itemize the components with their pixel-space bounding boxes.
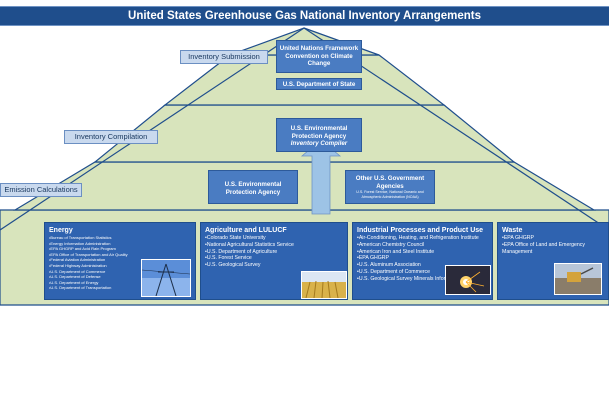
- epa-box: U.S. Environmental Protection Agency: [208, 170, 298, 204]
- list-item: Federal Highway Administration: [49, 263, 191, 269]
- state-department-label: U.S. Department of State: [282, 81, 356, 88]
- other-agencies-subtitle: U.S. Forest Service, National Oceanic an…: [356, 190, 424, 199]
- epa-compiler-box: U.S. Environmental Protection Agency Inv…: [276, 118, 362, 152]
- list-item: EPA GHGRP: [502, 235, 604, 242]
- list-item: U.S. Department of Transportation: [49, 285, 191, 291]
- other-agencies-title: Other U.S. Government Agencies: [355, 175, 425, 190]
- waste-list: EPA GHGRP EPA Office of Land and Emergen…: [502, 235, 604, 255]
- list-item: U.S. Forest Service: [205, 255, 343, 262]
- list-item: Air-Conditioning, Heating, and Refrigera…: [357, 235, 488, 242]
- list-item: U.S. Department of Energy: [49, 280, 191, 286]
- epa-compiler-role: Inventory Compiler: [290, 140, 348, 147]
- list-item: American Chemistry Council: [357, 242, 488, 249]
- other-agencies-box: Other U.S. Government Agencies U.S. Fore…: [345, 170, 435, 204]
- list-item: U.S. Geological Survey: [205, 262, 343, 269]
- inventory-compilation-label: Inventory Compilation: [64, 130, 158, 144]
- unfccc-label: United Nations Framework Convention on C…: [279, 45, 359, 67]
- list-item: EPA GHGRP: [357, 255, 488, 262]
- list-item: EPA GHGRP and Acid Rain Program: [49, 246, 191, 252]
- industrial-list: Air-Conditioning, Heating, and Refrigera…: [357, 235, 488, 283]
- list-item: Bureau of Transportation Statistics: [49, 235, 191, 241]
- list-item: U.S. Department of Commerce: [49, 269, 191, 275]
- epa-compiler-title: U.S. Environmental Protection Agency: [290, 125, 348, 140]
- list-item: U.S. Department of Agriculture: [205, 249, 343, 256]
- agriculture-list: Colorado State University National Agric…: [205, 235, 343, 269]
- list-item: U.S. Geological Survey Minerals Informat…: [357, 276, 488, 283]
- welding-photo: [445, 265, 491, 295]
- list-item: EPA Office of Transportation and Air Qua…: [49, 252, 191, 258]
- inventory-submission-label: Inventory Submission: [180, 50, 268, 64]
- waste-category-box: Waste EPA GHGRP EPA Office of Land and E…: [497, 222, 609, 300]
- industrial-title: Industrial Processes and Product Use: [357, 227, 484, 234]
- list-item: Energy Information Administration: [49, 241, 191, 247]
- energy-title: Energy: [49, 227, 73, 234]
- unfccc-box: United Nations Framework Convention on C…: [276, 40, 362, 73]
- diagram-title: United States Greenhouse Gas National In…: [0, 6, 609, 26]
- wheat-field-photo: [301, 271, 347, 299]
- list-item: U.S. Department of Commerce: [357, 269, 488, 276]
- agriculture-category-box: Agriculture and LULUCF Colorado State Un…: [200, 222, 348, 300]
- list-item: EPA Office of Land and Emergency Managem…: [502, 242, 604, 256]
- list-item: Colorado State University: [205, 235, 343, 242]
- industrial-category-box: Industrial Processes and Product Use Air…: [352, 222, 493, 300]
- epa-label: U.S. Environmental Protection Agency: [224, 181, 282, 196]
- emission-calculations-label: Emission Calculations: [0, 183, 82, 197]
- pyramid-tier-3: [12, 161, 597, 211]
- power-lines-photo: [141, 259, 191, 297]
- energy-list: Bureau of Transportation Statistics Ener…: [49, 235, 191, 291]
- waste-title: Waste: [502, 227, 523, 234]
- landfill-photo: [554, 263, 602, 295]
- energy-category-box: Energy Bureau of Transportation Statisti…: [44, 222, 196, 300]
- list-item: U.S. Aluminum Association: [357, 262, 488, 269]
- list-item: U.S. Department of Defense: [49, 274, 191, 280]
- list-item: Federal Aviation Administration: [49, 257, 191, 263]
- state-department-box: U.S. Department of State: [276, 78, 362, 90]
- agriculture-title: Agriculture and LULUCF: [205, 227, 287, 234]
- list-item: National Agricultural Statistics Service: [205, 242, 343, 249]
- list-item: American Iron and Steel Institute: [357, 249, 488, 256]
